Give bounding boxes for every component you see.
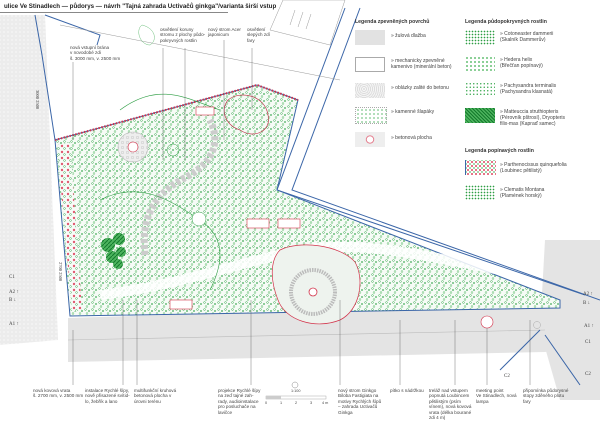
section-mark: B ↓ — [9, 298, 17, 303]
legend-item: » Clematis Montana (Plamének horský) — [500, 187, 545, 199]
annotation-rychle-sipy: instalace Rychlé šípy, nově přisazené sv… — [85, 388, 130, 404]
legend-item: » žulová dlažba — [391, 33, 426, 39]
swatch-stepping-stones — [355, 107, 387, 124]
swatch-gravel — [355, 57, 385, 72]
scale-ratio: 1:100 — [291, 389, 301, 393]
street-paving-bottom — [68, 300, 600, 362]
legend-item: » Cotoneaster dammerii (Skalník Dammerův… — [500, 31, 554, 43]
legend-item: » oblázky zalité do betonu — [391, 85, 449, 91]
swatch-pachysandra — [465, 82, 495, 97]
legend-item: » Parthenocissus quinquefolia (Loubinec … — [500, 162, 567, 174]
annotation-meeting-point: meeting point Ve Stinadlech, nová lampa — [476, 388, 517, 404]
scale-tick: 1 — [280, 401, 283, 405]
paving-right — [540, 240, 600, 400]
annotation-trellis: treláž nad vstupem popnutá Loubincem pět… — [429, 388, 472, 421]
scale-tick: 0 — [265, 401, 268, 405]
stepping-stones-path — [140, 118, 219, 256]
section-mark: A2 ↑ — [583, 292, 593, 297]
annotation-acer: nový strom Acer japonicum — [208, 27, 241, 38]
parish-building — [59, 0, 346, 81]
dimension-gate-bottom: 2700 2500 — [58, 262, 63, 282]
section-mark: A1 ↑ — [584, 324, 594, 329]
section-mark: C1 — [9, 275, 15, 280]
swatch-concrete — [355, 132, 385, 147]
annotation-canopy-lighting: osvětlení koruny stromu z plochy půdo- p… — [160, 27, 206, 43]
legend-item: » Matteuccia struthiopteris (Pérovník pš… — [500, 109, 566, 127]
street-paving-left — [0, 15, 58, 345]
legend-item: » Pachysandra terminalis (Pachysandra kl… — [500, 83, 557, 95]
annotation-metal-gate: nová kovová vrata š. 2700 mm, v. 2500 mm — [33, 388, 84, 399]
section-mark: C2 — [585, 372, 591, 377]
legend-surfaces-title: Legenda zpevněných povrchů — [355, 19, 430, 25]
swatch-parthenocissus — [465, 160, 496, 175]
hedge-left — [57, 142, 82, 312]
annotation-new-gate: nová vstupní brána v novodobé zdi š. 300… — [70, 45, 121, 61]
legend-climbers-title: Legenda popínavých rostlin — [465, 148, 534, 154]
walls — [34, 7, 600, 386]
concrete-circle — [289, 268, 337, 316]
scale-tick: 2 — [295, 401, 298, 405]
scale-tick: 4 m — [322, 401, 329, 405]
scale-tick: 3 — [310, 401, 313, 405]
section-mark: A2 ↑ — [9, 290, 19, 295]
annotation-ginkgo: nový strom Ginkgo Biloba Fastigiata na m… — [338, 388, 382, 415]
section-mark: A1 ↑ — [9, 322, 19, 327]
title-divider — [0, 12, 228, 13]
meeting-point-lamp — [480, 315, 494, 329]
benches — [169, 106, 301, 310]
fern-group — [101, 233, 126, 269]
acer-canopy — [223, 94, 269, 135]
hedge-top — [54, 83, 299, 141]
annotation-drinking-fountain: pítko s nádržkou — [390, 388, 424, 393]
section-mark: C1 — [585, 340, 591, 345]
swatch-cotoneaster — [465, 30, 495, 45]
north-arrow-icon — [291, 381, 299, 389]
section-mark: C2 — [504, 374, 510, 379]
legend-item: » betonová plocha — [391, 135, 432, 141]
annotation-concrete-circle: multifunkční kruhová betonová plocha v ú… — [134, 388, 177, 404]
dimension-gate-top: 3000 2500 — [35, 90, 40, 110]
section-mark: B ↓ — [583, 301, 591, 306]
legend-item: » Hedera helix (Břečťan popínavý) — [500, 57, 543, 69]
legend-item: » mechanicky zpevněné kamenivo (mineráln… — [391, 58, 452, 70]
annotation-projection: projekce Rychlé šípy na zeď tajné zah- r… — [218, 388, 261, 415]
annotation-fence-trace: připomínka půdorysné stopy zděného plotu… — [523, 388, 569, 404]
page-title: ulice Ve Stinadlech — půdorys — návrh "T… — [4, 3, 277, 10]
scale-bar — [265, 381, 327, 400]
swatch-clematis — [465, 185, 495, 200]
swatch-pebbles — [355, 83, 385, 98]
swatch-granite-paving — [355, 30, 385, 45]
swatch-ferns — [465, 108, 495, 123]
leader-lines — [72, 40, 531, 385]
annotation-wall-lighting: osvětlení slepých zdí fary — [247, 27, 270, 43]
legend-item: » kamenné šlapáky — [391, 109, 435, 115]
swatch-hedera — [465, 56, 495, 71]
legend-groundcover-title: Legenda půdopokryvných rostlin — [465, 19, 547, 25]
